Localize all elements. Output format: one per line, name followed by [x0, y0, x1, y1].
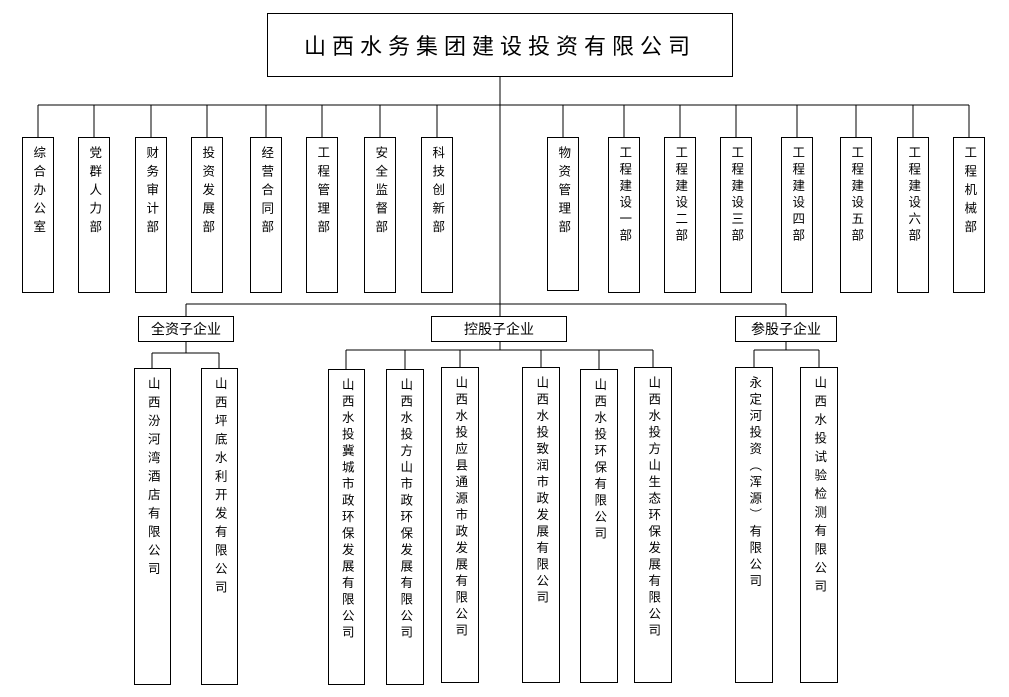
- company-title: 山西水务集团建设投资有限公司: [303, 35, 696, 60]
- department-box: 物资管理部: [547, 137, 579, 291]
- company-box: 山西水投试验检测有限公司: [800, 367, 838, 683]
- department-box: 工程管理部: [306, 137, 338, 293]
- department-label: 工程建设五部: [849, 146, 865, 245]
- company-name: 山西坪底水利开发有限公司: [212, 377, 228, 599]
- department-box: 工程机械部: [953, 137, 985, 293]
- group-label: 控股子企业: [464, 322, 534, 338]
- department-box: 投资发展部: [191, 137, 223, 293]
- department-label: 综合办公室: [31, 146, 47, 239]
- company-box: 山西汾河湾酒店有限公司: [134, 368, 171, 685]
- company-box: 山西水投致润市政发展有限公司: [522, 367, 560, 683]
- company-name: 山西水投方山市政环保发展有限公司: [398, 378, 414, 642]
- department-label: 安全监督部: [373, 146, 389, 239]
- company-name: 山西水投致润市政发展有限公司: [534, 376, 550, 607]
- company-name: 山西水投冀城市政环保发展有限公司: [339, 378, 355, 642]
- department-box: 科技创新部: [421, 137, 453, 293]
- group-label: 全资子企业: [151, 322, 221, 338]
- company-box: 山西水投方山生态环保发展有限公司: [634, 367, 672, 683]
- company-box: 山西水投环保有限公司: [580, 369, 618, 683]
- department-label: 科技创新部: [430, 146, 446, 239]
- department-box: 经营合同部: [250, 137, 282, 293]
- department-label: 工程管理部: [315, 146, 331, 239]
- department-box: 安全监督部: [364, 137, 396, 293]
- department-label: 工程机械部: [962, 146, 978, 239]
- company-name: 山西水投方山生态环保发展有限公司: [646, 376, 662, 640]
- department-box: 工程建设三部: [720, 137, 752, 293]
- department-label: 财务审计部: [144, 146, 160, 239]
- department-box: 工程建设六部: [897, 137, 929, 293]
- department-box: 工程建设五部: [840, 137, 872, 293]
- department-label: 工程建设四部: [790, 146, 806, 245]
- company-box: 山西坪底水利开发有限公司: [201, 368, 238, 685]
- group-holding: 控股子企业: [431, 316, 567, 342]
- company-box: 山西水投冀城市政环保发展有限公司: [328, 369, 365, 685]
- company-name: 山西水投应县通源市政发展有限公司: [453, 376, 469, 640]
- company-name: 永定河投资（浑源）有限公司: [747, 376, 763, 591]
- department-label: 工程建设三部: [729, 146, 745, 245]
- company-name: 山西水投环保有限公司: [592, 378, 608, 543]
- department-box: 工程建设二部: [664, 137, 696, 293]
- group-wholly-owned: 全资子企业: [138, 316, 234, 342]
- company-box: 山西水投应县通源市政发展有限公司: [441, 367, 479, 683]
- department-box: 财务审计部: [135, 137, 167, 293]
- department-label: 经营合同部: [259, 146, 275, 239]
- department-label: 工程建设一部: [617, 146, 633, 245]
- department-box: 工程建设一部: [608, 137, 640, 293]
- group-label: 参股子企业: [751, 322, 821, 338]
- department-label: 投资发展部: [200, 146, 216, 239]
- company-name: 山西水投试验检测有限公司: [812, 376, 828, 598]
- company-title-box: 山西水务集团建设投资有限公司: [267, 13, 733, 77]
- department-box: 工程建设四部: [781, 137, 813, 293]
- department-label: 工程建设二部: [673, 146, 689, 245]
- department-box: 综合办公室: [22, 137, 54, 293]
- department-label: 党群人力部: [87, 146, 103, 239]
- company-name: 山西汾河湾酒店有限公司: [145, 377, 161, 581]
- company-box: 山西水投方山市政环保发展有限公司: [386, 369, 424, 685]
- department-label: 工程建设六部: [906, 146, 922, 245]
- department-box: 党群人力部: [78, 137, 110, 293]
- group-participating: 参股子企业: [735, 316, 837, 342]
- department-label: 物资管理部: [556, 146, 572, 239]
- company-box: 永定河投资（浑源）有限公司: [735, 367, 773, 683]
